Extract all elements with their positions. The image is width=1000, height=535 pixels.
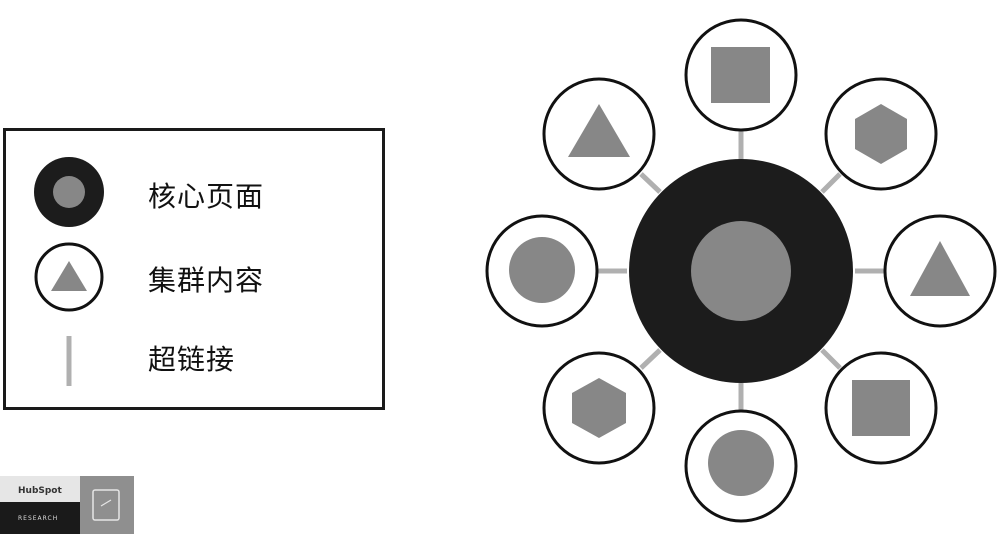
logo-subtitle-text: RESEARCH xyxy=(18,515,58,522)
logo-brand-text: HubSpot xyxy=(18,486,62,496)
research-logo: HubSpot RESEARCH xyxy=(0,476,134,534)
cluster-node-bottom-left-hexagon xyxy=(542,351,656,465)
spoke-bottom-right xyxy=(820,348,842,370)
cluster-node-bottom-circle xyxy=(684,409,798,523)
legend-cluster-content-icon xyxy=(34,242,104,312)
legend-label-core-page: 核心页面 xyxy=(148,180,265,213)
legend-label-hyperlink: 超链接 xyxy=(148,343,236,376)
cluster-node-bottom-right-square xyxy=(824,351,938,465)
core-page-node xyxy=(629,159,853,383)
cluster-node-top-square xyxy=(684,18,798,132)
cluster-node-top-right-hexagon xyxy=(824,77,938,191)
logo-document-icon xyxy=(92,489,120,521)
legend-box: 核心页面 集群内容 超链接 xyxy=(3,128,385,410)
legend-core-page-icon xyxy=(34,157,104,227)
cluster-node-left-circle xyxy=(485,214,599,328)
spoke-top-right xyxy=(820,172,842,194)
legend-label-cluster-content: 集群内容 xyxy=(148,264,265,297)
topic-cluster-diagram xyxy=(485,18,997,523)
legend-symbols xyxy=(34,157,104,386)
cluster-node-right-triangle xyxy=(883,214,997,328)
cluster-node-top-left-triangle xyxy=(542,77,656,191)
hyperlink-spokes xyxy=(598,131,884,411)
spoke-top-left xyxy=(639,172,662,194)
spoke-bottom-left xyxy=(639,348,662,370)
